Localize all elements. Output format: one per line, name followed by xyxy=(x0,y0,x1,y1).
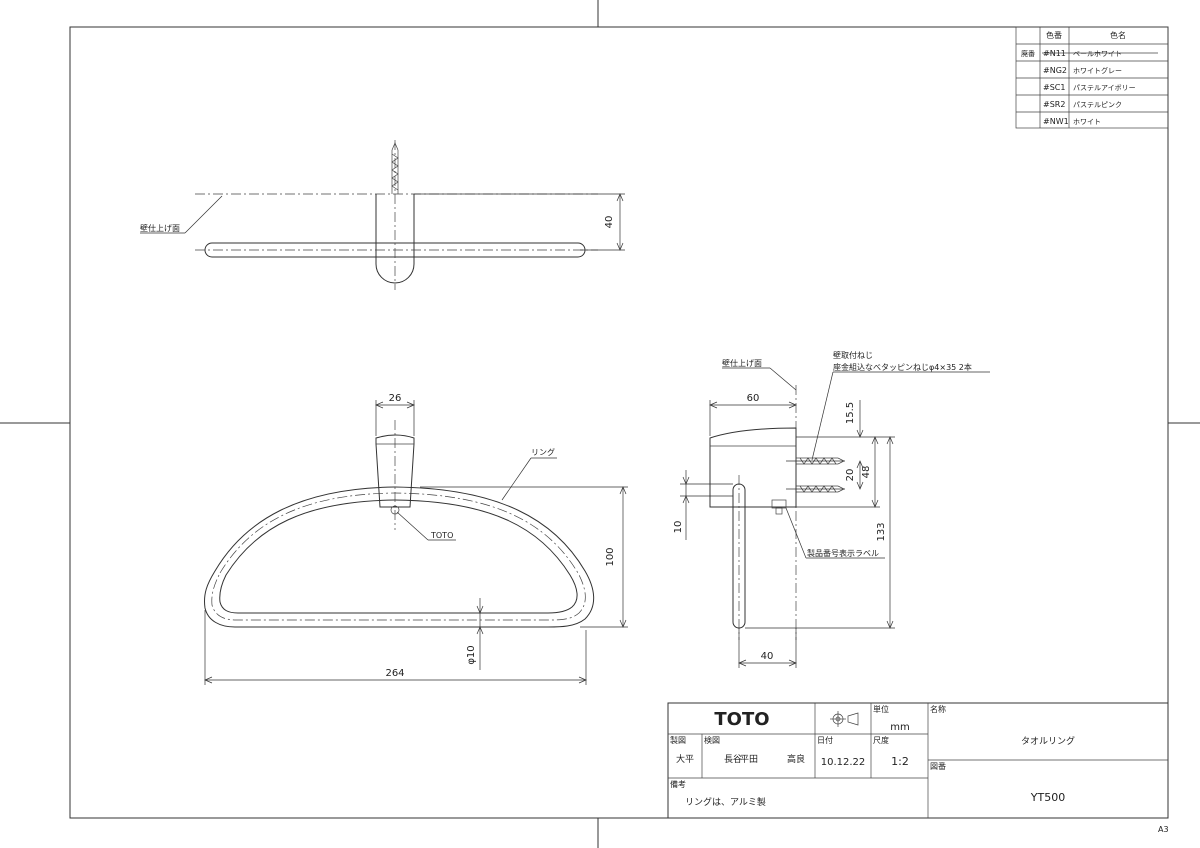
checked-value: 高良 xyxy=(787,753,805,765)
top-view: 40 壁仕上げ面 xyxy=(140,140,625,290)
dim-40-side: 40 xyxy=(761,651,774,662)
dim-60: 60 xyxy=(747,393,760,404)
color-code-cell: #NW1 xyxy=(1043,117,1069,126)
dim-20: 20 xyxy=(845,469,856,482)
ring-bar xyxy=(204,242,586,258)
remarks-value: リングは、アルミ製 xyxy=(685,796,766,808)
checked-label: 検図 xyxy=(704,735,720,745)
name-label: 名称 xyxy=(930,704,946,714)
wall-finish-label: 壁仕上げ面 xyxy=(140,223,180,233)
date-value: 10.12.22 xyxy=(821,757,866,768)
projection-symbol-icon xyxy=(830,711,859,727)
ring-side xyxy=(732,483,746,629)
dim-264: 264 xyxy=(385,668,404,679)
ring-outer xyxy=(204,486,595,628)
sheet-size: A3 xyxy=(1158,825,1169,834)
checked-value: 平田 xyxy=(740,754,758,765)
screw xyxy=(391,142,399,194)
toto-logo: TOTO xyxy=(714,709,769,730)
dim-10: 10 xyxy=(673,521,684,534)
drawn-value: 大平 xyxy=(676,753,694,765)
color-name-cell: パステルピンク xyxy=(1073,101,1122,109)
drawing-no-value: YT500 xyxy=(1030,791,1065,804)
dim-26: 26 xyxy=(389,393,402,404)
dim-15-5: 15.5 xyxy=(845,402,856,424)
checked-value: 長谷 xyxy=(724,754,742,765)
color-name-cell: パステルアイボリー xyxy=(1073,84,1136,92)
color-code-cell: #SR2 xyxy=(1043,100,1065,109)
scale-label: 尺度 xyxy=(873,735,889,745)
date-label: 日付 xyxy=(817,735,833,745)
drawing-no-label: 図番 xyxy=(930,761,946,771)
screw-note-1: 壁取付ねじ xyxy=(833,350,873,360)
color-code-cell: #SC1 xyxy=(1043,83,1065,92)
scale-value: 1:2 xyxy=(891,755,909,768)
product-label-text: 製品番号表示ラベル xyxy=(807,548,879,558)
side-view: 壁仕上げ面 壁取付ねじ 座金組込なべタッピンねじφ4×35 2本 xyxy=(673,350,990,668)
unit-label: 単位 xyxy=(873,704,889,714)
name-value: タオルリング xyxy=(1021,735,1075,747)
unit-value: mm xyxy=(890,722,909,733)
color-code-cell: #NG2 xyxy=(1043,66,1067,75)
bracket-side xyxy=(709,427,797,508)
dim-100: 100 xyxy=(605,547,616,566)
color-name-cell: ペールホワイト xyxy=(1073,50,1122,58)
color-table: 色番 色名 廃番 #N11 ペールホワイト #NG2 ホワイトグレー #SC1 … xyxy=(1015,26,1169,129)
front-view: 26 リング TOTO 100 φ10 264 xyxy=(204,393,628,685)
wall-finish-label: 壁仕上げ面 xyxy=(722,358,762,368)
title-block: TOTO 単位 mm 名称 タオルリング 製図 大平 検図 長谷 平田 高良 日… xyxy=(667,702,1169,819)
ring-label: リング xyxy=(531,447,555,457)
drawing-border xyxy=(69,26,1169,819)
dim-phi10: φ10 xyxy=(466,645,477,664)
bracket-body xyxy=(375,194,415,284)
ring-inner xyxy=(219,499,578,614)
dim-48: 48 xyxy=(861,466,872,479)
screw-note-2: 座金組込なべタッピンねじφ4×35 2本 xyxy=(833,362,972,372)
color-code-header: 色番 xyxy=(1046,30,1062,40)
drawn-label: 製図 xyxy=(670,735,686,745)
color-name-cell: ホワイト xyxy=(1073,118,1101,126)
discontinued-mark: 廃番 xyxy=(1021,49,1035,58)
remarks-label: 備考 xyxy=(670,779,686,789)
dim-133: 133 xyxy=(876,522,887,541)
dim-40-top: 40 xyxy=(604,216,615,229)
color-code-cell: #N11 xyxy=(1043,49,1066,58)
brand-label: TOTO xyxy=(430,531,453,540)
color-name-cell: ホワイトグレー xyxy=(1073,66,1122,75)
color-name-header: 色名 xyxy=(1110,30,1126,40)
